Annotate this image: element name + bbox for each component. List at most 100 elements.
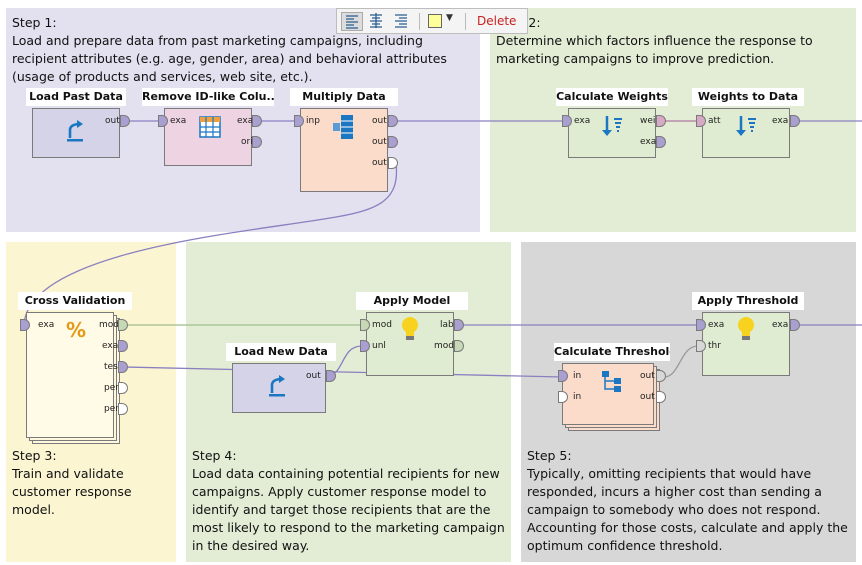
step1-note: Step 1: Load and prepare data from past … (12, 15, 447, 84)
port-label-exa-in: exa (574, 116, 591, 126)
port-label-out2: out (640, 392, 655, 402)
operator-title: Multiply Data (290, 88, 398, 106)
percent-icon: % (66, 318, 87, 342)
table-grid-icon (199, 116, 221, 138)
port-in-exa[interactable] (20, 319, 30, 331)
operator-remove-id-like[interactable]: Remove ID-like Colu... exa exa ori (142, 88, 274, 166)
port-out-lab[interactable] (454, 319, 464, 331)
port-out-exa[interactable] (656, 136, 666, 148)
operator-body[interactable] (232, 363, 326, 413)
port-label-mod: mod (99, 320, 119, 330)
align-left-icon (346, 15, 358, 29)
step2-note: Step 2: Determine which factors influenc… (496, 15, 813, 66)
operator-body[interactable] (26, 312, 114, 438)
port-label-tes: tes (104, 362, 118, 372)
operator-title: Remove ID-like Colu... (142, 88, 274, 106)
port-out-per1[interactable] (118, 382, 128, 394)
operator-multiply-data[interactable]: Multiply Data inp out out out (290, 88, 398, 194)
align-right-icon (395, 14, 407, 28)
port-in-2[interactable] (558, 391, 568, 403)
hierarchy-tree-icon (602, 371, 621, 392)
port-label-out3: out (372, 158, 387, 168)
port-in-mod[interactable] (360, 319, 370, 331)
port-out-exa[interactable] (252, 115, 262, 127)
align-center-icon (370, 13, 382, 28)
align-center-button[interactable] (366, 12, 388, 31)
operator-cross-validation[interactable]: Cross Validation exa % mod exa tes per p… (18, 292, 132, 448)
port-out-1[interactable] (656, 370, 666, 382)
chevron-down-icon: ▼ (446, 13, 453, 23)
port-out-exa[interactable] (790, 115, 800, 127)
port-out-1[interactable] (388, 115, 398, 127)
port-label-wei: wei (640, 116, 656, 126)
port-label-mod-out: mod (434, 341, 454, 351)
port-out-2[interactable] (388, 136, 398, 148)
port-label-inp: inp (306, 116, 320, 126)
operator-body[interactable] (32, 108, 120, 158)
operator-title: Weights to Data (692, 88, 804, 106)
port-out-mod[interactable] (118, 319, 128, 331)
operator-body[interactable] (702, 108, 790, 158)
port-in-thr[interactable] (696, 340, 706, 352)
port-in-exa[interactable] (158, 115, 168, 127)
port-in-1[interactable] (558, 370, 568, 382)
port-in-inp[interactable] (294, 115, 304, 127)
port-label-per1: per (104, 383, 119, 393)
port-label-thr: thr (708, 341, 721, 351)
port-label-exa-out: exa (237, 116, 254, 126)
delete-note-button[interactable]: Delete (477, 14, 517, 28)
operator-title: Load New Data (226, 343, 336, 361)
operator-title: Apply Threshold (692, 292, 804, 310)
operator-apply-threshold[interactable]: Apply Threshold exa thr exa (692, 292, 804, 376)
port-out-3[interactable] (388, 157, 398, 169)
port-in-exa[interactable] (696, 319, 706, 331)
port-label-unl: unl (372, 341, 386, 351)
operator-load-new-data[interactable]: Load New Data out (226, 343, 336, 415)
multiply-stack-icon (333, 115, 353, 139)
operator-title: Apply Model (356, 292, 468, 310)
toolbar-separator (419, 13, 420, 30)
align-right-button[interactable] (391, 12, 413, 31)
port-in-att[interactable] (696, 115, 706, 127)
port-out-exa[interactable] (118, 340, 128, 352)
port-label-exa-out: exa (772, 116, 789, 126)
operator-title: Cross Validation (18, 292, 132, 310)
port-out-mod[interactable] (454, 340, 464, 352)
operator-body[interactable] (568, 108, 656, 158)
port-out-tes[interactable] (118, 361, 128, 373)
port-in-unl[interactable] (360, 340, 370, 352)
port-out-per2[interactable] (118, 403, 128, 415)
port-label-in1: in (573, 371, 582, 381)
note-color-swatch (428, 14, 442, 28)
port-label-out1: out (640, 371, 655, 381)
operator-apply-model[interactable]: Apply Model mod unl lab mod (356, 292, 468, 376)
operator-title: Load Past Data (26, 88, 126, 106)
port-in-exa[interactable] (562, 115, 572, 127)
port-label-att: att (708, 116, 721, 126)
operator-calculate-threshold[interactable]: Calculate Threshold in in out out (554, 343, 670, 435)
toolbar-separator (465, 13, 466, 30)
port-label-exa-out: exa (640, 137, 657, 147)
operator-title: Calculate Threshold (554, 343, 670, 361)
sort-weights-icon (736, 116, 756, 136)
port-label-mod-in: mod (372, 320, 392, 330)
operator-weights-to-data[interactable]: Weights to Data att exa (692, 88, 804, 160)
retrieve-arrow-icon (269, 375, 285, 397)
sort-weights-icon (602, 116, 622, 136)
operator-load-past-data[interactable]: Load Past Data out (26, 88, 130, 160)
port-out-ori[interactable] (252, 136, 262, 148)
port-label-lab: lab (440, 320, 454, 330)
wire-threshold-to-apply (663, 345, 699, 378)
step5-note: Step 5: Typically, omitting recipients t… (527, 448, 848, 553)
port-out[interactable] (326, 370, 336, 382)
port-out-wei[interactable] (656, 115, 666, 127)
operator-calculate-weights[interactable]: Calculate Weights exa wei exa (556, 88, 668, 160)
port-out[interactable] (120, 115, 130, 127)
operator-title: Calculate Weights (556, 88, 668, 106)
port-out-exa[interactable] (790, 319, 800, 331)
port-out-2[interactable] (656, 391, 666, 403)
note-color-picker[interactable]: ▼ (426, 12, 458, 31)
align-left-button[interactable] (341, 12, 363, 31)
step3-note: Step 3: Train and validate customer resp… (12, 448, 132, 517)
